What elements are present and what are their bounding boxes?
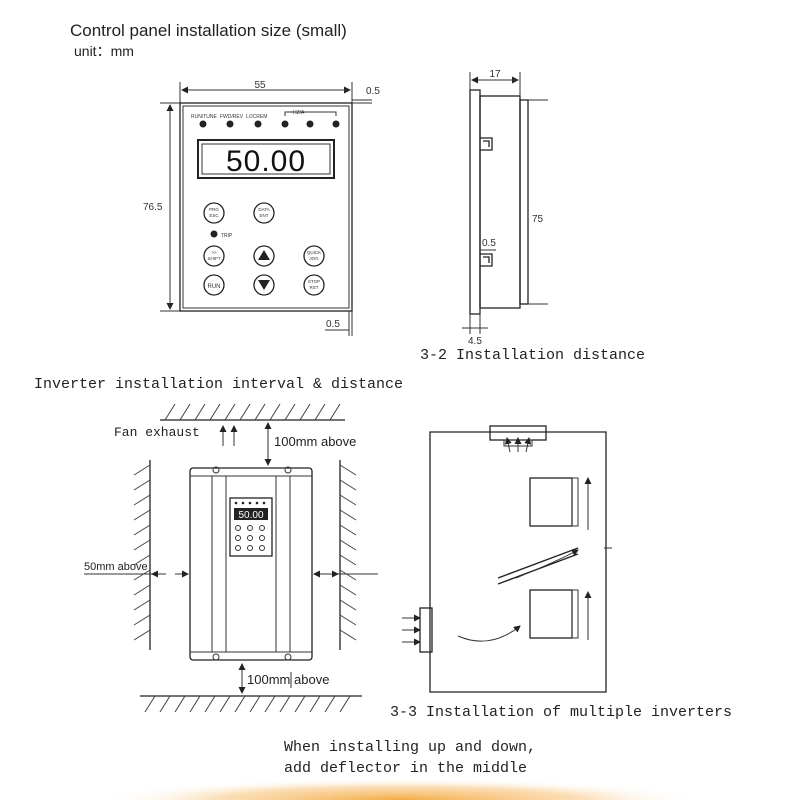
led-v xyxy=(332,120,340,128)
dim-gap-top: 0.5 xyxy=(366,86,380,97)
svg-text:RUN: RUN xyxy=(208,284,221,290)
led-run xyxy=(199,120,207,128)
svg-text:ENT: ENT xyxy=(260,213,269,218)
side-clearance-label: 50mm above xyxy=(84,561,148,573)
fan-exhaust-label: Fan exhaust xyxy=(114,425,200,440)
led-fwd xyxy=(226,120,234,128)
bottom-clearance-value: 100mm xyxy=(247,672,290,687)
down-arrow-icon xyxy=(258,280,270,290)
svg-text:JOG: JOG xyxy=(309,256,319,261)
indicator-locrem: LOCREM xyxy=(246,114,267,120)
svg-text:STOP: STOP xyxy=(308,279,320,284)
bottom-glow xyxy=(100,778,700,800)
deflector-note-line2: add deflector in the middle xyxy=(284,760,527,777)
run-key: RUN xyxy=(203,274,225,296)
indicator-fwd-rev: FWD/REV xyxy=(220,114,244,120)
up-key xyxy=(253,245,275,267)
panel-inner-frame xyxy=(182,105,350,309)
svg-text:SHIFT: SHIFT xyxy=(208,256,221,261)
shift-key: >> SHIFT xyxy=(203,245,225,267)
bottom-clearance-suffix: above xyxy=(294,672,329,687)
control-panel-side-view: 17 75 0.5 4.5 xyxy=(462,69,548,347)
panel-outer-frame xyxy=(179,102,353,312)
control-panel-front: RUN/TUNE FWD/REV LOCREM HZ/A 50.00 PRG E… xyxy=(143,80,380,336)
caption-multiple-inverters: 3-3 Installation of multiple inverters xyxy=(390,704,732,721)
svg-text:QUICK: QUICK xyxy=(307,250,321,255)
display-readout: 50.00 xyxy=(226,145,306,178)
unit-label: unit：mm xyxy=(74,43,134,59)
dim-height: 76.5 xyxy=(143,202,163,213)
svg-text:RST: RST xyxy=(310,285,319,290)
indicator-run-tune: RUN/TUNE xyxy=(191,114,217,120)
svg-text:>>: >> xyxy=(211,250,217,255)
dim-gap-bottom: 0.5 xyxy=(326,319,340,330)
inverter-display: 50.00 xyxy=(238,510,263,521)
dim-side-height: 75 xyxy=(532,214,544,225)
top-clearance-label: 100mm above xyxy=(274,434,356,449)
prg-esc-key: PRG ESC xyxy=(203,202,225,224)
trip-label: TRIP xyxy=(221,233,233,239)
interval-diagram: 50.00 Fan exhaust 100mm above 50mm above xyxy=(84,403,378,713)
led-a xyxy=(306,120,314,128)
deflector-note-line1: When installing up and down, xyxy=(284,739,536,756)
svg-text:PRG: PRG xyxy=(209,207,219,212)
stop-rst-key: STOP RST xyxy=(303,274,325,296)
interval-title: Inverter installation interval & distanc… xyxy=(34,376,403,393)
down-key xyxy=(253,274,275,296)
quick-jog-key: QUICK JOG xyxy=(303,245,325,267)
led-hz xyxy=(281,120,289,128)
dim-tab: 0.5 xyxy=(482,238,496,249)
up-arrow-icon xyxy=(258,250,270,260)
caption-installation-distance: 3-2 Installation distance xyxy=(420,347,645,364)
indicator-group-label: HZ/A xyxy=(293,110,305,116)
dim-depth: 17 xyxy=(489,69,501,80)
multiple-inverters-diagram xyxy=(402,425,612,693)
page-title: Control panel installation size (small) xyxy=(70,21,347,40)
data-ent-key: DATA ENT xyxy=(253,202,275,224)
svg-text:ESC: ESC xyxy=(209,213,219,218)
led-trip xyxy=(210,230,218,238)
panel-display xyxy=(197,139,335,179)
inverter-unit: 50.00 xyxy=(189,466,313,661)
led-loc xyxy=(254,120,262,128)
dim-base: 4.5 xyxy=(468,336,482,347)
svg-text:DATA: DATA xyxy=(258,207,269,212)
dim-width: 55 xyxy=(254,80,266,91)
